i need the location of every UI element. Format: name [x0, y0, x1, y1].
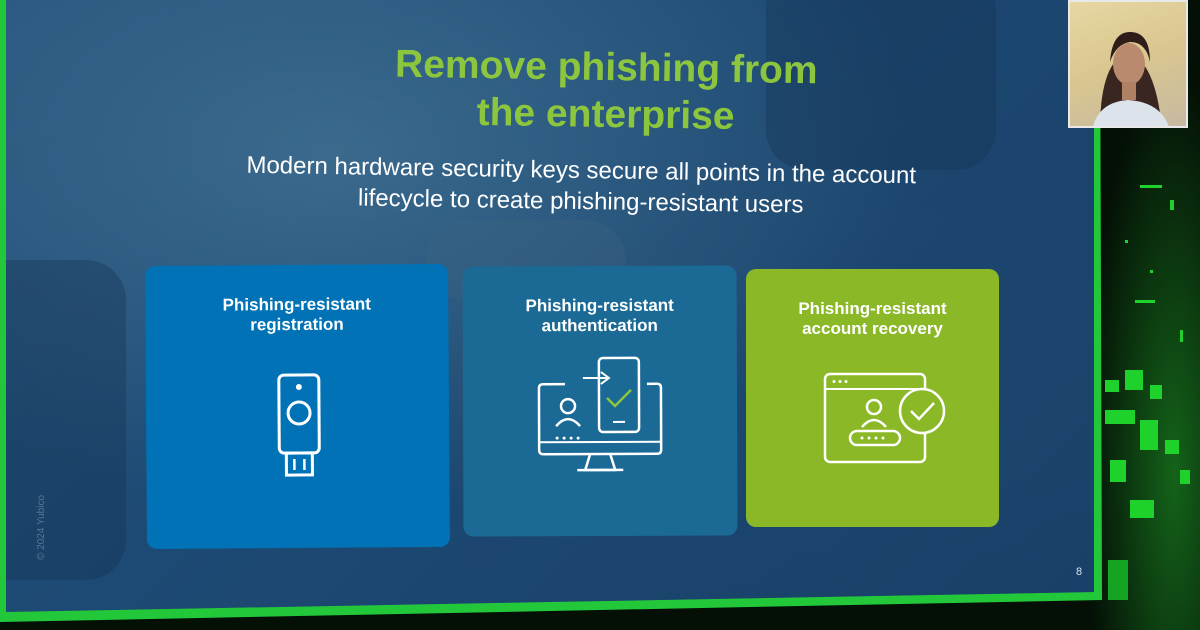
card-title-line-2: authentication: [541, 315, 658, 336]
slide: Remove phishing from the enterprise Mode…: [6, 0, 1094, 612]
background-shape: [6, 260, 126, 580]
matrix-block: [1105, 380, 1119, 392]
matrix-block: [1125, 370, 1143, 390]
slide-subtitle: Modern hardware security keys secure all…: [186, 149, 977, 223]
computer-phone-verify-icon: [537, 356, 663, 472]
card-title-line-1: Phishing-resistant: [222, 294, 372, 315]
speaker-portrait: [1093, 32, 1169, 126]
card-account-recovery: Phishing-resistant account recovery: [746, 269, 999, 527]
matrix-block: [1150, 385, 1162, 399]
card-title: Phishing-resistant registration: [145, 294, 448, 336]
matrix-dot: [1180, 330, 1183, 342]
slide-title: Remove phishing from the enterprise: [305, 39, 906, 142]
matrix-dot: [1150, 270, 1153, 273]
matrix-dot: [1125, 240, 1128, 243]
copyright: © 2024 Yubico: [36, 494, 47, 560]
card-title-line-2: account recovery: [802, 319, 943, 338]
card-title: Phishing-resistant authentication: [463, 296, 737, 337]
matrix-block: [1140, 420, 1158, 450]
card-title: Phishing-resistant account recovery: [746, 299, 999, 339]
matrix-block: [1130, 500, 1154, 518]
card-registration: Phishing-resistant registration: [145, 263, 450, 550]
matrix-block: [1165, 440, 1179, 454]
matrix-block: [1180, 470, 1190, 484]
matrix-block: [1108, 560, 1128, 600]
matrix-block: [1110, 460, 1126, 482]
browser-user-check-icon: [823, 372, 946, 464]
matrix-dot: [1170, 200, 1174, 210]
card-authentication: Phishing-resistant authentication: [462, 265, 738, 537]
background-shape: [766, 0, 996, 170]
usb-security-key-icon: [277, 373, 321, 477]
matrix-dot: [1135, 300, 1155, 303]
card-title-line-1: Phishing-resistant: [798, 299, 947, 318]
card-title-line-1: Phishing-resistant: [525, 295, 674, 316]
card-title-line-2: registration: [250, 314, 344, 335]
matrix-block: [1105, 410, 1135, 424]
slide-number: 8: [1076, 566, 1083, 578]
speaker-video[interactable]: [1068, 0, 1188, 128]
title-line-1: Remove phishing from: [394, 42, 818, 93]
title-line-2: the enterprise: [476, 90, 735, 139]
matrix-dot: [1140, 185, 1162, 188]
